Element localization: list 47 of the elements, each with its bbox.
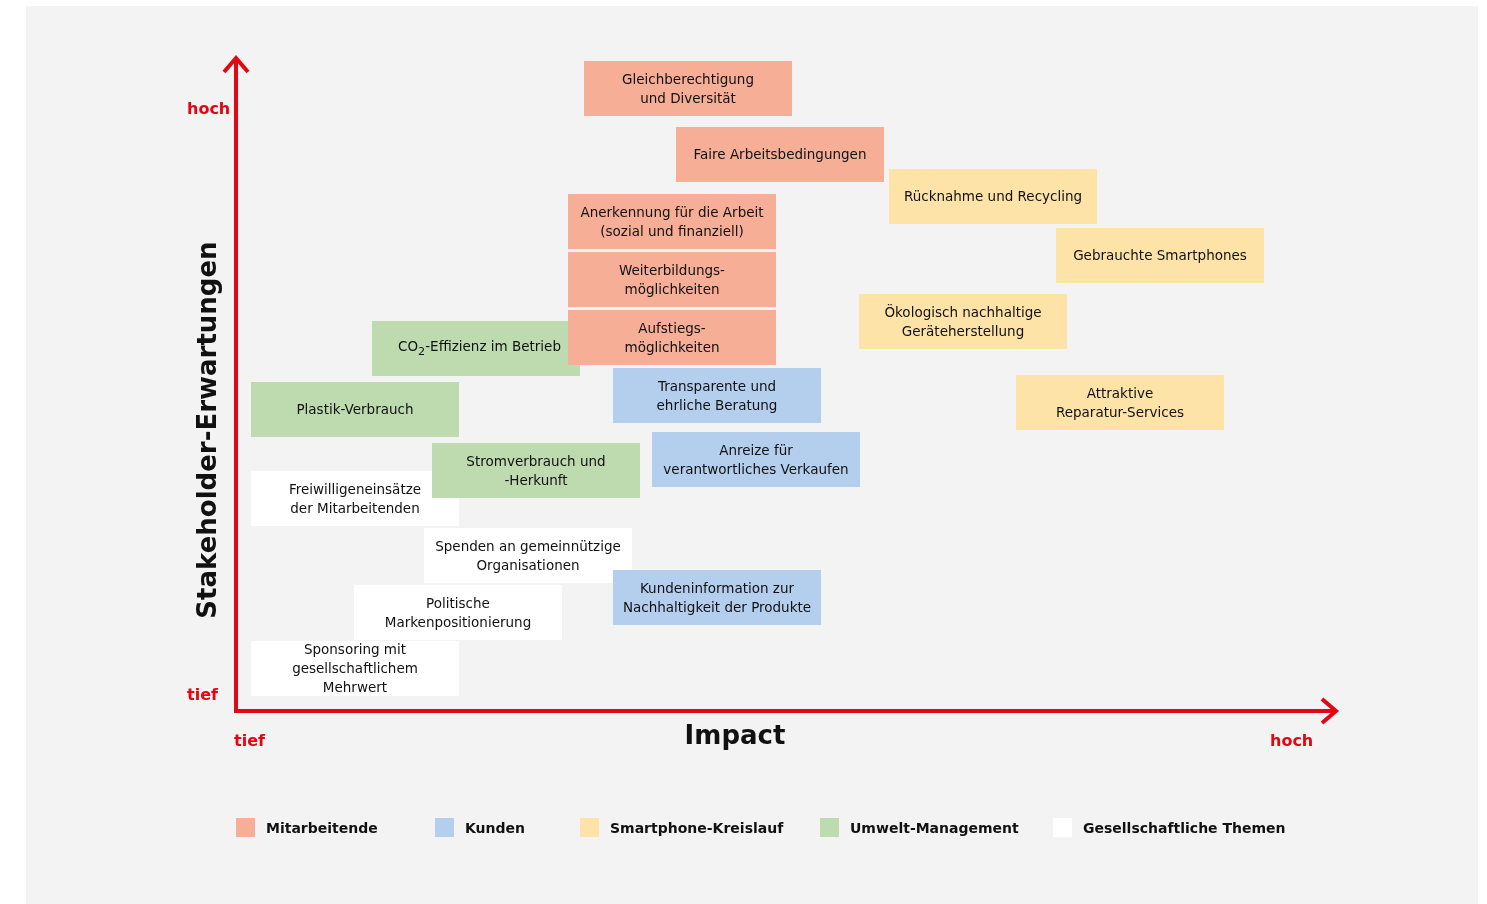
legend-label: Mitarbeitende [266,819,378,836]
topic-box [889,169,1097,224]
topic-text: Politische Markenpositionierung [383,593,533,632]
topic-box [613,570,821,625]
topic-box [613,368,821,423]
topic-box [432,443,640,498]
topic-text: Aufstiegs- möglichkeiten [623,318,721,357]
topic-text: Kundeninformation zur Nachhaltigkeit der Produkte [622,578,812,617]
topic-text: Faire Arbeitsbedingungen [693,145,867,164]
axis-level-label: hoch [187,99,231,118]
topic-text: Transparente und ehrliche Beratung [655,376,779,415]
axis-title: Impact [684,720,786,750]
topic-text: CO$_{2}$-Effizienz im Betrieb [398,336,561,360]
topic-text: Anreize für verantwortliches Verkaufen [662,440,850,479]
topic-text: Rücknahme und Recycling [903,187,1083,206]
topic-box [372,321,580,376]
topic-box [1016,375,1224,430]
topic-text: Spenden an gemeinnützige Organisationen [434,536,622,575]
legend-label: Smartphone-Kreislauf [610,819,784,836]
topic-box [859,294,1067,349]
topic-box [584,61,792,116]
topic-text: Gebrauchte Smartphones [1073,246,1247,265]
axis-level-label: tief [234,731,265,750]
topic-box [568,310,776,365]
topic-box [251,471,459,526]
topic-text: Ökologisch nachhaltige Geräteherstellung [883,302,1043,341]
topic-box [424,528,632,583]
axis-level-label: tief [187,685,218,704]
topic-box [1056,228,1264,283]
axis-level-label: hoch [1270,731,1314,750]
legend-label: Gesellschaftliche Themen [1083,819,1286,836]
topic-text: Gleichberechtigung und Diversität [621,69,755,108]
topic-text: Plastik-Verbrauch [296,400,414,419]
axis-title: Stakeholder-Erwartungen [192,241,222,619]
topic-box [568,194,776,249]
legend-label: Umwelt-Management [850,819,1019,836]
legend-label: Kunden [465,819,526,836]
topic-box [251,382,459,437]
topic-text: Anerkennung für die Arbeit (sozial und finanziell) [579,202,765,241]
topic-text: Stromverbrauch und -Herkunft [466,451,606,490]
topic-text: Freiwilligeneinsätze der Mitarbeitenden [287,479,423,518]
topic-text: Sponsoring mit gesellschaftlichem Mehrwert [291,640,419,697]
topic-box [676,127,884,182]
topic-box [568,252,776,307]
topic-text: Attraktive Reparatur-Services [1055,383,1185,422]
topic-text: Weiterbildungs- möglichkeiten [618,260,726,299]
topic-box [652,432,860,487]
